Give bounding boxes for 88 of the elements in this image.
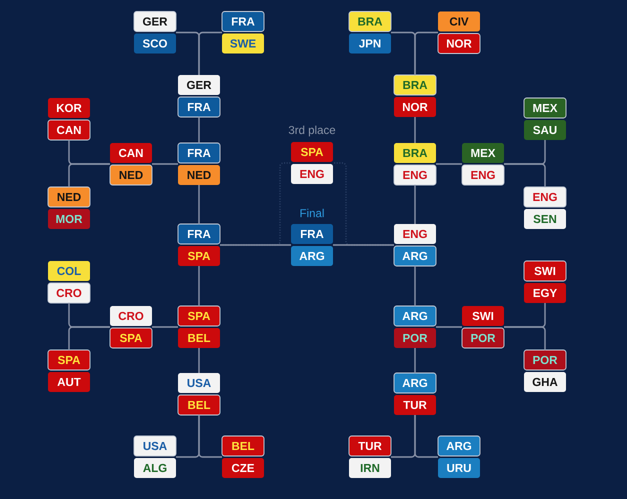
team-box: NED — [178, 165, 220, 185]
team-box: ARG — [394, 372, 436, 394]
team-box: POR — [524, 350, 566, 370]
team-box: MOR — [48, 209, 90, 229]
team-box: SPA — [110, 328, 152, 348]
bracket-line — [68, 163, 110, 187]
team-box: USA — [178, 373, 220, 393]
team-box: NED — [110, 164, 152, 186]
bracket-line — [198, 185, 200, 224]
team-box: TUR — [348, 436, 392, 456]
team-box: CIV — [438, 12, 480, 32]
team-box: TUR — [394, 395, 436, 415]
team-box: ALG — [134, 458, 176, 478]
team-box: JPN — [349, 34, 391, 54]
team-box: ARG — [291, 246, 333, 266]
team-box: BEL — [222, 436, 264, 456]
team-box: CZE — [222, 458, 264, 478]
bracket-line — [436, 326, 462, 328]
bracket-line — [152, 326, 178, 328]
team-box: CAN — [48, 120, 90, 140]
team-box: SCO — [134, 34, 176, 54]
team-box: COL — [48, 261, 90, 281]
team-box: NED — [48, 186, 90, 208]
team-box: URU — [438, 458, 480, 478]
team-box: FRA — [178, 96, 220, 118]
team-box: GHA — [524, 372, 566, 392]
round-label: 3rd place — [288, 126, 336, 136]
bracket-line — [414, 32, 438, 75]
team-box: MEX — [524, 98, 566, 118]
team-box: EGY — [524, 283, 566, 303]
team-box: USA — [134, 436, 176, 456]
bracket-line — [436, 163, 462, 165]
bracket-line — [68, 326, 110, 350]
team-box: AUT — [48, 372, 90, 392]
bracket-line — [198, 266, 200, 306]
team-box: FRA — [178, 142, 220, 164]
bracket-line — [414, 415, 438, 458]
team-box: BEL — [178, 328, 220, 348]
team-box: ENG — [394, 164, 436, 186]
bracket-line — [198, 32, 222, 75]
team-box: GER — [134, 11, 176, 32]
team-box: SPA — [291, 142, 333, 162]
bracket-line — [414, 117, 416, 143]
team-box: ENG — [291, 164, 333, 184]
team-box: KOR — [48, 98, 90, 118]
team-box: SAU — [524, 120, 566, 140]
team-box: SEN — [524, 209, 566, 229]
bracket-line — [220, 244, 291, 246]
bracket-line — [152, 163, 178, 165]
team-box: BRA — [394, 143, 436, 163]
team-box: POR — [394, 328, 436, 348]
team-box: SPA — [178, 306, 220, 326]
bracket-line — [414, 266, 416, 306]
bracket-line — [198, 348, 200, 373]
team-box: ARG — [438, 436, 480, 456]
team-box: SWE — [222, 34, 264, 54]
team-box: IRN — [349, 458, 391, 478]
team-box: NOR — [394, 97, 436, 117]
round-label: Final — [300, 208, 324, 218]
team-box: ENG — [394, 224, 436, 244]
team-box: CRO — [110, 306, 152, 326]
bracket-line — [333, 244, 394, 246]
bracket-line — [504, 326, 546, 350]
team-box: FRA — [291, 224, 333, 244]
team-box: GER — [178, 75, 220, 95]
bracket-line — [414, 348, 416, 373]
team-box: BEL — [178, 394, 220, 416]
team-box: FRA — [178, 224, 220, 244]
team-box: CAN — [110, 143, 152, 163]
team-box: SPA — [178, 246, 220, 266]
team-box: SWI — [462, 306, 504, 326]
team-box: ENG — [524, 186, 566, 208]
bracket-line — [504, 163, 546, 187]
bracket-line — [198, 117, 200, 143]
team-box: SPA — [48, 350, 90, 370]
team-box: ARG — [394, 246, 436, 266]
team-box: FRA — [222, 11, 264, 32]
team-box: SWI — [524, 260, 566, 282]
team-box: CRO — [48, 282, 90, 304]
team-box: BRA — [394, 74, 436, 96]
team-box: BRA — [348, 11, 392, 32]
team-box: MEX — [462, 143, 504, 163]
team-box: NOR — [438, 33, 480, 54]
team-box: POR — [462, 328, 504, 348]
bracket-line — [198, 415, 222, 458]
bracket-line — [414, 185, 416, 224]
team-box: ENG — [462, 164, 504, 186]
team-box: ARG — [394, 306, 436, 326]
